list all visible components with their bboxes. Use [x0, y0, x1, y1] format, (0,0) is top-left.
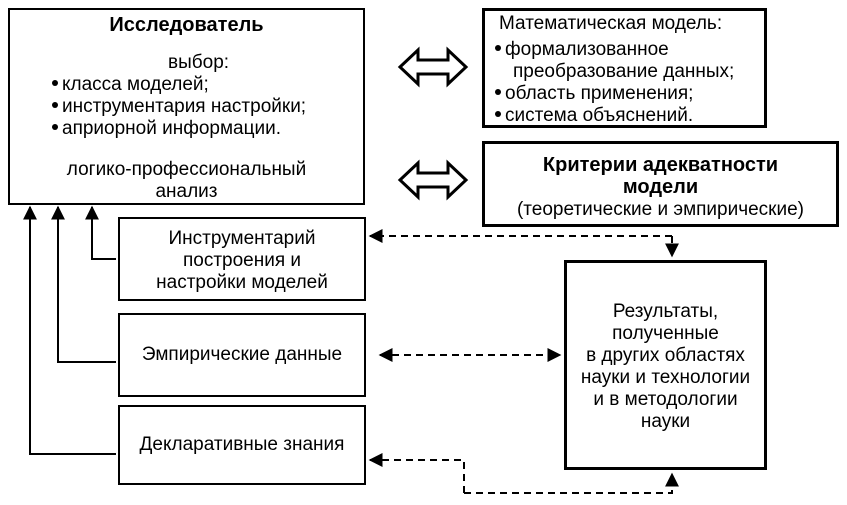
tools-line2: построения и [182, 250, 302, 271]
declarative-label: Декларативные знания [139, 434, 345, 455]
feedback-arrow-tools [85, 205, 116, 260]
bullet-icon [52, 123, 58, 130]
results-line: полученные [612, 323, 719, 344]
empirical-label: Эмпирические данные [141, 344, 343, 365]
math-model-item: система объяснений. [493, 105, 693, 127]
results-box: Результаты, полученные в других областях… [564, 260, 767, 470]
bullet-icon [52, 101, 58, 108]
researcher-item: класса моделей; [50, 74, 209, 96]
bullet-icon [495, 88, 501, 95]
math-model-title: Математическая модель: [499, 13, 723, 34]
dashed-arrow-declarative-results [368, 453, 679, 494]
math-model-item-cont: преобразование данных; [513, 61, 735, 82]
researcher-item: инструментария настройки; [50, 96, 306, 118]
declarative-box: Декларативные знания [118, 405, 366, 485]
results-line: Результаты, [612, 301, 719, 322]
tools-line1: Инструментарий [168, 228, 316, 249]
double-arrow-icon [397, 159, 469, 201]
criteria-line2: модели [622, 176, 699, 198]
feedback-arrow-empirical [51, 205, 116, 363]
results-line: в других областях [586, 345, 745, 366]
math-model-item: формализованное [493, 39, 669, 61]
criteria-line3: (теоретические и эмпирические) [516, 199, 805, 220]
researcher-title: Исследователь [109, 14, 264, 36]
dashed-arrow-criteria-tools [368, 229, 679, 258]
bullet-icon [52, 79, 58, 86]
criteria-line1: Критерии адекватности [542, 154, 779, 176]
researcher-analysis-line2: анализ [155, 181, 218, 202]
tools-line3: настройки моделей [156, 272, 328, 293]
researcher-item: априорной информации. [50, 118, 281, 140]
criteria-box: Критерии адекватности модели (теоретичес… [482, 141, 839, 227]
tools-box: Инструментарий построения и настройки мо… [118, 217, 366, 301]
bullet-icon [495, 44, 501, 51]
results-line: и в методологии [593, 389, 738, 410]
empirical-box: Эмпирические данные [118, 313, 366, 397]
math-model-item: область применения; [493, 83, 693, 105]
math-model-box: Математическая модель: формализованное п… [482, 8, 767, 128]
bullet-icon [495, 110, 501, 117]
researcher-choice-label: выбор: [168, 52, 230, 73]
results-line: науки [640, 411, 691, 432]
feedback-arrow-declarative [23, 205, 116, 455]
researcher-analysis-line1: логико-профессиональный [66, 159, 307, 180]
researcher-box: Исследователь выбор: класса моделей; инс… [8, 8, 365, 205]
results-line: науки и технологии [580, 367, 751, 388]
double-arrow-icon [397, 46, 469, 88]
